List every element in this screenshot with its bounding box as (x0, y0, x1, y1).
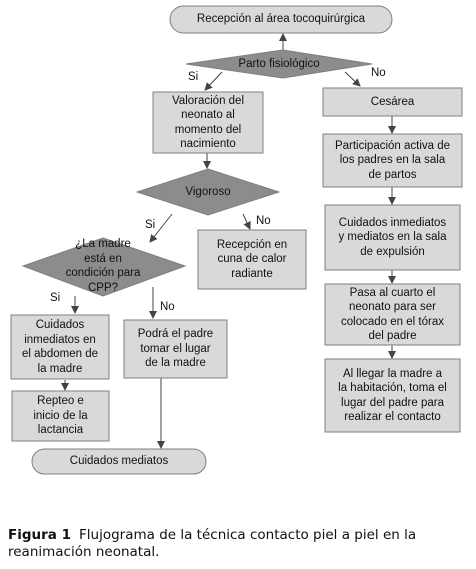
pasa-cuarto-box (324, 283, 461, 346)
yes-label-madre: Si (50, 292, 61, 304)
repteo-label: Repteo e inicio de la lactancia (33, 395, 88, 437)
cuidados-sala-label: Cuidados inmediatos y mediatos en la sal… (338, 216, 447, 258)
start-label: Recepción al área tocoquirúrgica (196, 13, 366, 26)
start-terminal (169, 5, 393, 34)
decision-vigoroso-diamond (135, 168, 281, 216)
cuidados-sala-box (324, 204, 461, 271)
recepcion-cuna-box (197, 229, 307, 290)
cuidados-abdomen-label: Cuidados inmediatos en el abdomen de la … (21, 319, 99, 375)
llegar-madre-label: Al llegar la madre a la habitación, toma… (338, 367, 447, 424)
no-label-parto: No (371, 67, 386, 79)
arrow-vigoroso-to-madre (149, 213, 173, 243)
caption-text: Flujograma de la técnica contacto piel a… (8, 527, 417, 560)
decision-madre-diamond (21, 237, 187, 297)
cesarea-label: Cesárea (370, 95, 415, 108)
yes-label-vigoroso: Si (145, 219, 156, 231)
decision-vigoroso-label: Vigoroso (185, 185, 231, 198)
cuidados-abdomen-box (10, 314, 110, 380)
decision-parto-diamond (185, 49, 373, 79)
caption-label: Figura 1 (8, 527, 71, 543)
pasa-cuarto-label: Pasa al cuarto el neonato para ser coloc… (341, 286, 444, 343)
decision-madre-label: ¿La madre está en condición para CPP? (65, 238, 141, 294)
participacion-label: Participación activa de los padres en la… (334, 139, 451, 181)
no-label-vigoroso: No (256, 215, 271, 227)
arrow-vigoroso-to-cuna (242, 213, 251, 230)
end-label: Cuidados mediatos (69, 455, 169, 468)
repteo-box (11, 390, 110, 442)
participacion-box (322, 133, 463, 188)
valoracion-box (152, 91, 264, 154)
no-label-madre: No (160, 301, 175, 313)
cesarea-box (322, 87, 463, 117)
decision-parto-label: Parto fisiológico (238, 57, 320, 70)
padre-lugar-box (123, 319, 228, 379)
arrow-parto-to-valoracion (204, 71, 223, 91)
flowchart (10, 5, 463, 475)
arrow-parto-to-cesarea (344, 71, 361, 87)
padre-lugar-label: Podrá el padre tomar el lugar de la madr… (137, 328, 214, 370)
end-terminal (31, 448, 207, 475)
valoracion-label: Valoración del neonato al momento del na… (171, 94, 245, 151)
yes-label-parto: Si (188, 71, 199, 83)
recepcion-cuna-label: Recepción en cuna de calor radiante (216, 238, 288, 280)
llegar-madre-box (324, 358, 461, 433)
